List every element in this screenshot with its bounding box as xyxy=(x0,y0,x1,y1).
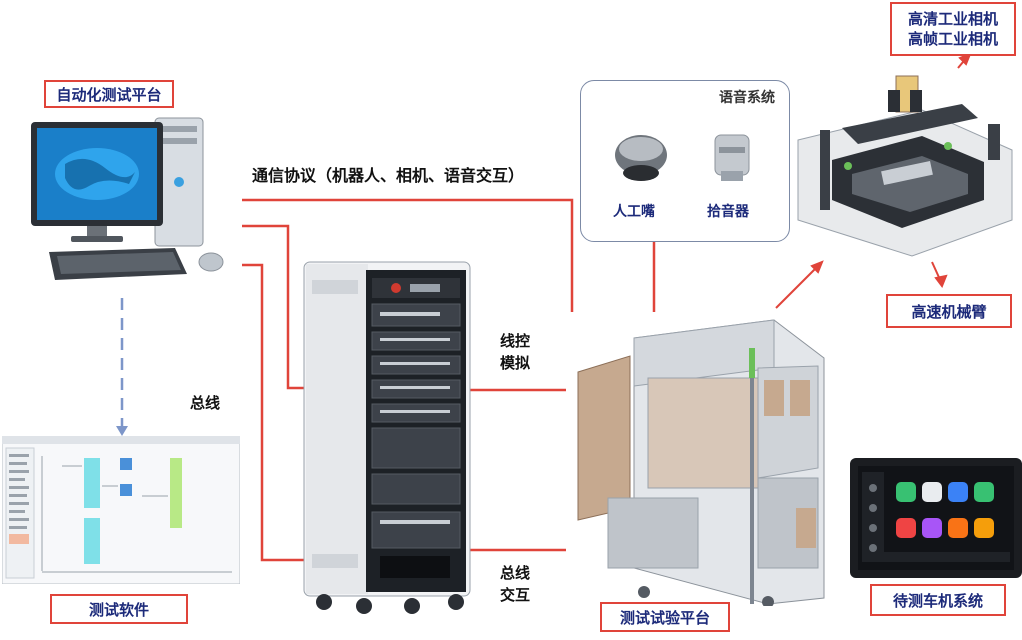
comm-protocol-text: 通信协议（机器人、相机、语音交互） xyxy=(252,166,525,185)
bus-interaction-line2: 交互 xyxy=(500,586,531,604)
microphone-icon xyxy=(714,134,750,181)
artificial-mouth-icon xyxy=(615,135,667,181)
automation-platform-label: 自动化测试平台 xyxy=(44,80,174,108)
bus-text: 总线 xyxy=(190,394,221,412)
test-cabinet-icon xyxy=(568,308,836,608)
dut-system-label: 待测车机系统 xyxy=(870,584,1006,616)
test-software-text: 测试软件 xyxy=(88,600,149,619)
wire-control-line1: 线控 xyxy=(500,332,531,350)
hd-camera-text: 高清工业相机 xyxy=(907,10,998,28)
bus-interaction-line1: 总线 xyxy=(500,564,531,582)
comm-protocol-label: 通信协议（机器人、相机、语音交互） xyxy=(252,162,524,186)
artificial-mouth-label: 人工嘴 xyxy=(613,204,655,220)
camera-label: 高清工业相机 高帧工业相机 xyxy=(890,2,1016,56)
wire-control-line2: 模拟 xyxy=(500,354,531,372)
desktop-computer-icon xyxy=(25,112,235,292)
computer-rack-line xyxy=(242,224,305,390)
test-platform-text: 测试试验平台 xyxy=(619,608,710,627)
automation-platform-text: 自动化测试平台 xyxy=(56,85,162,104)
robot-arm-icon xyxy=(792,70,1016,260)
infotainment-screen-icon xyxy=(850,458,1022,578)
hs-camera-text: 高帧工业相机 xyxy=(907,30,998,48)
computer-rack-bus-line xyxy=(242,263,305,562)
wire-control-label: 线控 模拟 xyxy=(500,330,530,374)
voice-system-title: 语音系统 xyxy=(719,90,775,106)
dut-system-text: 待测车机系统 xyxy=(892,591,983,610)
test-software-label: 测试软件 xyxy=(50,594,188,624)
microphone-label: 拾音器 xyxy=(707,204,749,220)
bus-label: 总线 xyxy=(190,392,220,413)
test-platform-label: 测试试验平台 xyxy=(600,602,730,632)
voice-system-box: 语音系统 人工嘴 拾音器 xyxy=(580,80,790,242)
protocol-line xyxy=(242,198,574,312)
server-rack-icon xyxy=(300,256,476,616)
bus-interaction-label: 总线 交互 xyxy=(500,562,530,606)
test-software-screenshot xyxy=(1,435,241,585)
high-speed-arm-text: 高速机械臂 xyxy=(911,302,987,321)
high-speed-arm-label: 高速机械臂 xyxy=(886,294,1012,328)
